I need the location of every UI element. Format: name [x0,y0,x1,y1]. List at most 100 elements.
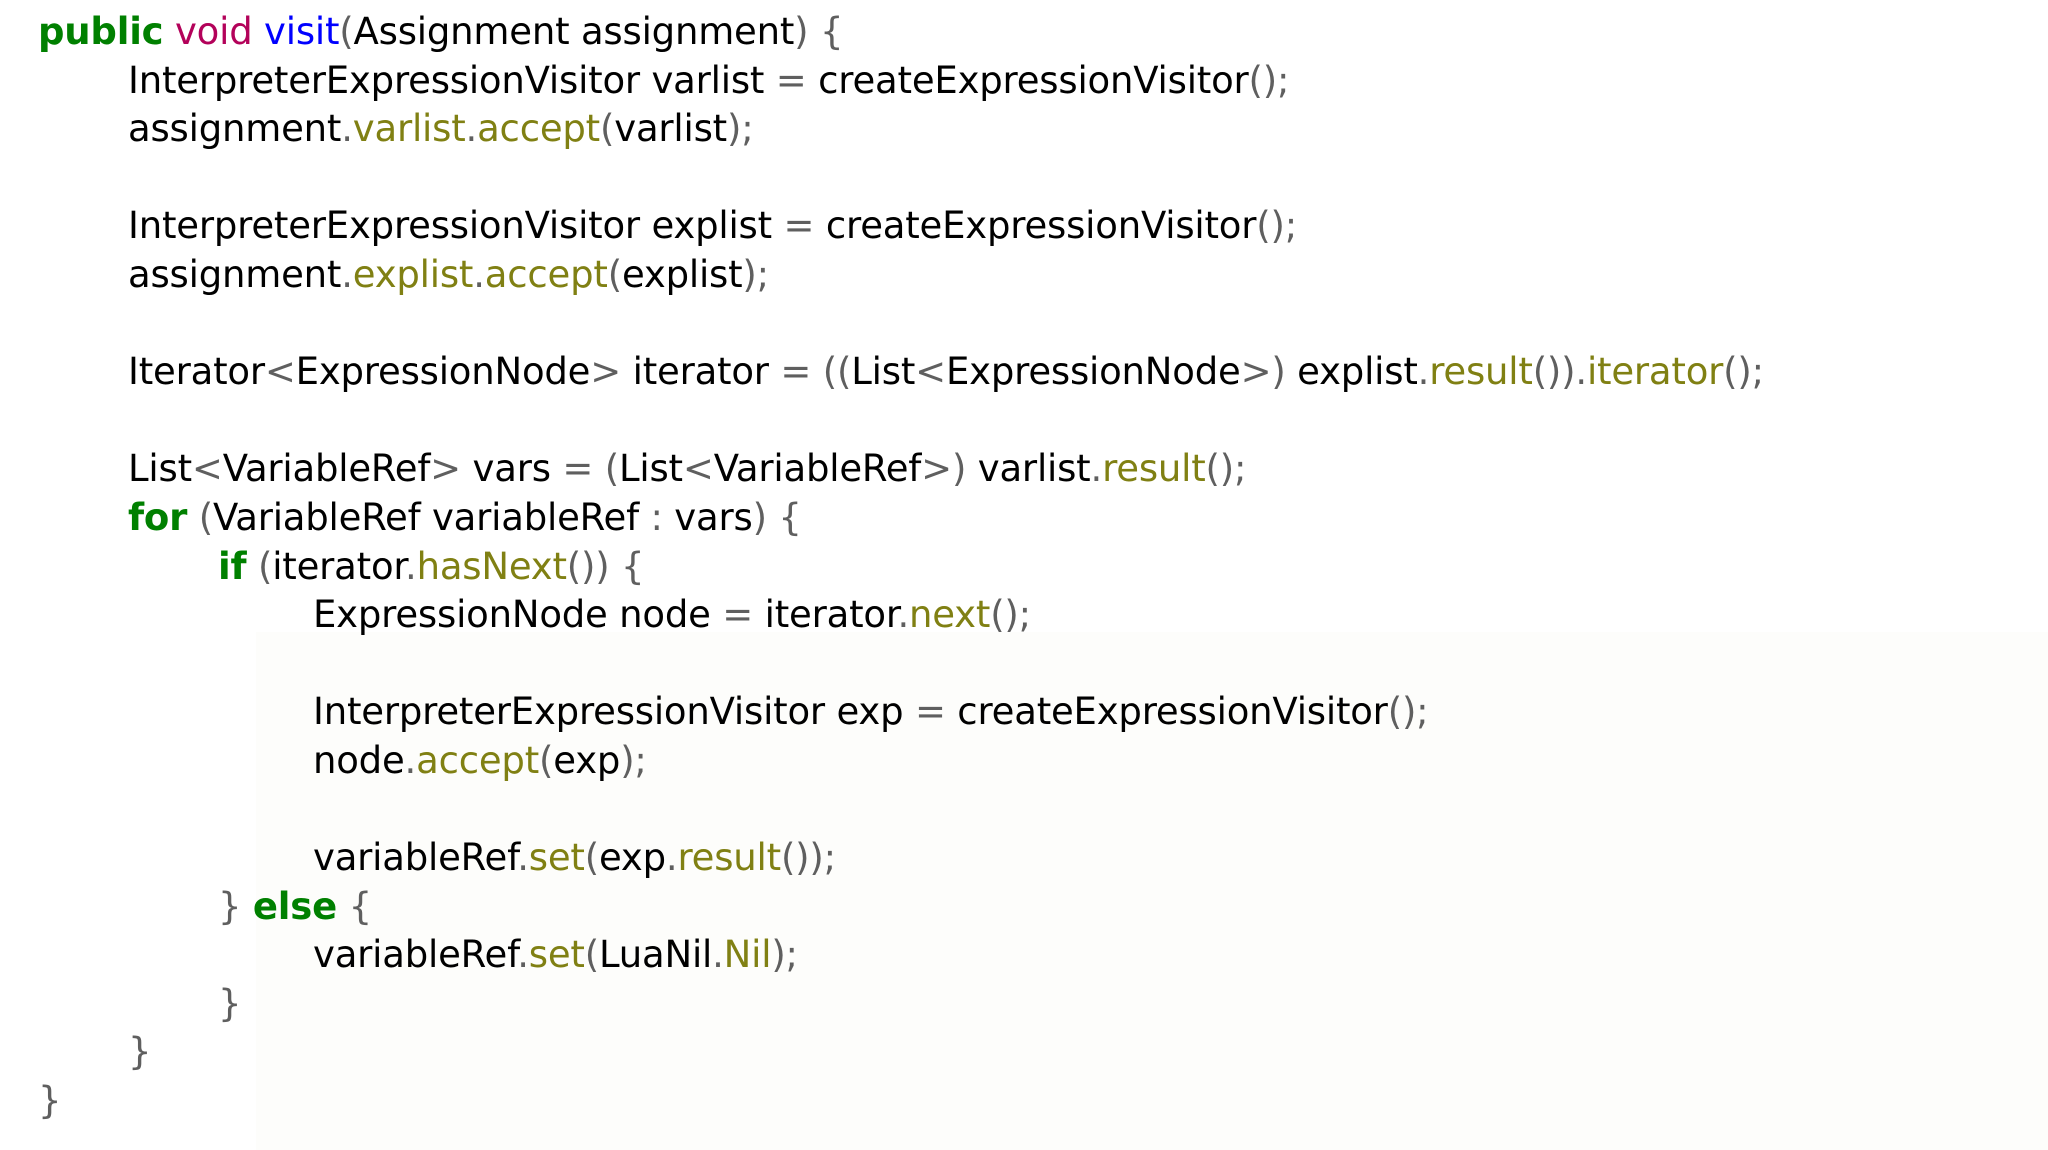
code-token-punc: ( [607,252,622,296]
code-line [0,397,2048,446]
code-token-plain: InterpreterExpressionVisitor exp [313,690,915,734]
code-token-plain [811,350,823,393]
code-token-punc: ) [752,495,767,539]
code-token-method: set [528,836,585,880]
code-line [0,786,2048,835]
code-token-decl: visit [264,10,340,53]
code-token-method: next [909,593,991,637]
code-token-field: explist [352,252,474,296]
code-token-type-kw: void [174,10,253,53]
code-token-punc: ( [604,447,619,491]
code-token-punc: . [405,544,417,588]
code-line: InterpreterExpressionVisitor exp = creat… [0,688,2048,737]
code-token-plain: VariableRef [222,447,431,491]
code-token-op: = [775,58,807,102]
code-token-punc: . [473,252,485,296]
code-line: } [0,1028,2048,1077]
code-token-plain: iterator [753,593,898,637]
code-token-plain: Iterator [128,350,265,394]
code-line: ExpressionNode node = iterator.next(); [0,591,2048,640]
code-token-plain [593,447,605,490]
code-token-plain [163,10,175,53]
code-token-plain: iterator [621,350,781,394]
code-token-punc: ()); [780,836,836,880]
code-token-punc: ( [339,10,354,53]
code-token-punc: . [1417,350,1430,394]
code-token-punc: ) [951,447,967,491]
code-line: InterpreterExpressionVisitor varlist = c… [0,57,2048,106]
code-token-plain: explist [1285,350,1418,394]
code-line: } [0,1077,2048,1126]
code-token-punc: ( [539,738,554,782]
code-token-op: = [780,350,812,394]
code-token-plain: exp [553,738,621,782]
code-token-op: = [783,204,815,248]
code-line: assignment.explist.accept(explist); [0,251,2048,300]
code-token-plain [767,496,779,539]
code-token-plain [337,885,349,928]
code-token-plain: ExpressionNode [295,350,591,394]
code-token-method: result [677,836,781,880]
code-token-op: > [1240,350,1272,394]
code-token-plain: createExpressionVisitor [806,58,1249,102]
code-token-punc: } [218,981,242,1025]
code-line: assignment.varlist.accept(varlist); [0,105,2048,154]
code-token-plain: iterator [272,544,405,588]
code-token-plain: InterpreterExpressionVisitor explist [128,204,784,248]
code-token-plain: varlist [614,107,727,151]
code-token-punc: . [897,593,910,637]
code-line [0,154,2048,203]
code-token-punc: . [1090,447,1103,491]
code-line: node.accept(exp); [0,737,2048,786]
code-token-punc: ( [584,933,599,977]
code-token-plain: variableRef [313,836,518,880]
code-token-punc: (); [1387,690,1429,734]
code-token-plain: InterpreterExpressionVisitor varlist [128,58,776,102]
code-token-punc: ( [257,544,273,588]
code-token-punc: ) [1271,350,1286,394]
code-token-punc: } [218,884,242,928]
code-token-punc: ( [198,495,213,539]
code-token-method: iterator [1586,350,1724,394]
code-line: InterpreterExpressionVisitor explist = c… [0,202,2048,251]
code-token-punc: . [712,933,724,977]
code-token-punc: (); [990,593,1031,637]
code-token-method: set [528,933,585,977]
code-token-plain: VariableRef [713,447,922,491]
code-token-field: Nil [723,933,772,977]
code-token-op: < [915,350,946,394]
code-token-op: = [722,593,754,637]
code-token-punc: . [465,107,478,151]
code-token-punc: (); [1256,204,1297,248]
code-token-plain: assignment [128,252,342,296]
code-block[interactable]: public void visit(Assignment assignment)… [0,0,2048,1126]
code-token-kw: public [38,10,164,53]
code-token-punc: (); [1205,447,1247,491]
code-token-punc: . [517,933,529,977]
code-token-plain: varlist [966,447,1091,491]
code-token-plain: List [618,447,683,491]
code-line: public void visit(Assignment assignment)… [0,8,2048,57]
code-token-plain [252,10,264,53]
code-line: for (VariableRef variableRef : vars) { [0,494,2048,543]
code-token-plain: Assignment assignment [353,10,795,53]
code-token-plain: variableRef [313,933,518,977]
code-token-punc: . [1575,350,1587,394]
code-token-method: hasNext [416,544,567,588]
code-token-plain: List [128,447,192,491]
code-token-plain: exp [598,836,666,880]
code-token-punc: ); [620,738,647,782]
code-token-method: accept [484,252,608,296]
code-token-plain: assignment [128,107,342,151]
code-token-punc: : [650,495,663,539]
code-token-op: < [264,350,296,394]
code-token-punc: } [38,1079,62,1123]
code-line: } else { [0,883,2048,932]
code-line: List<VariableRef> vars = (List<VariableR… [0,445,2048,494]
code-token-op: = [914,690,946,734]
code-token-kw: for [128,495,188,539]
code-token-punc: ) [794,10,809,53]
code-token-punc: (); [1723,350,1764,394]
code-token-punc: . [341,107,353,151]
